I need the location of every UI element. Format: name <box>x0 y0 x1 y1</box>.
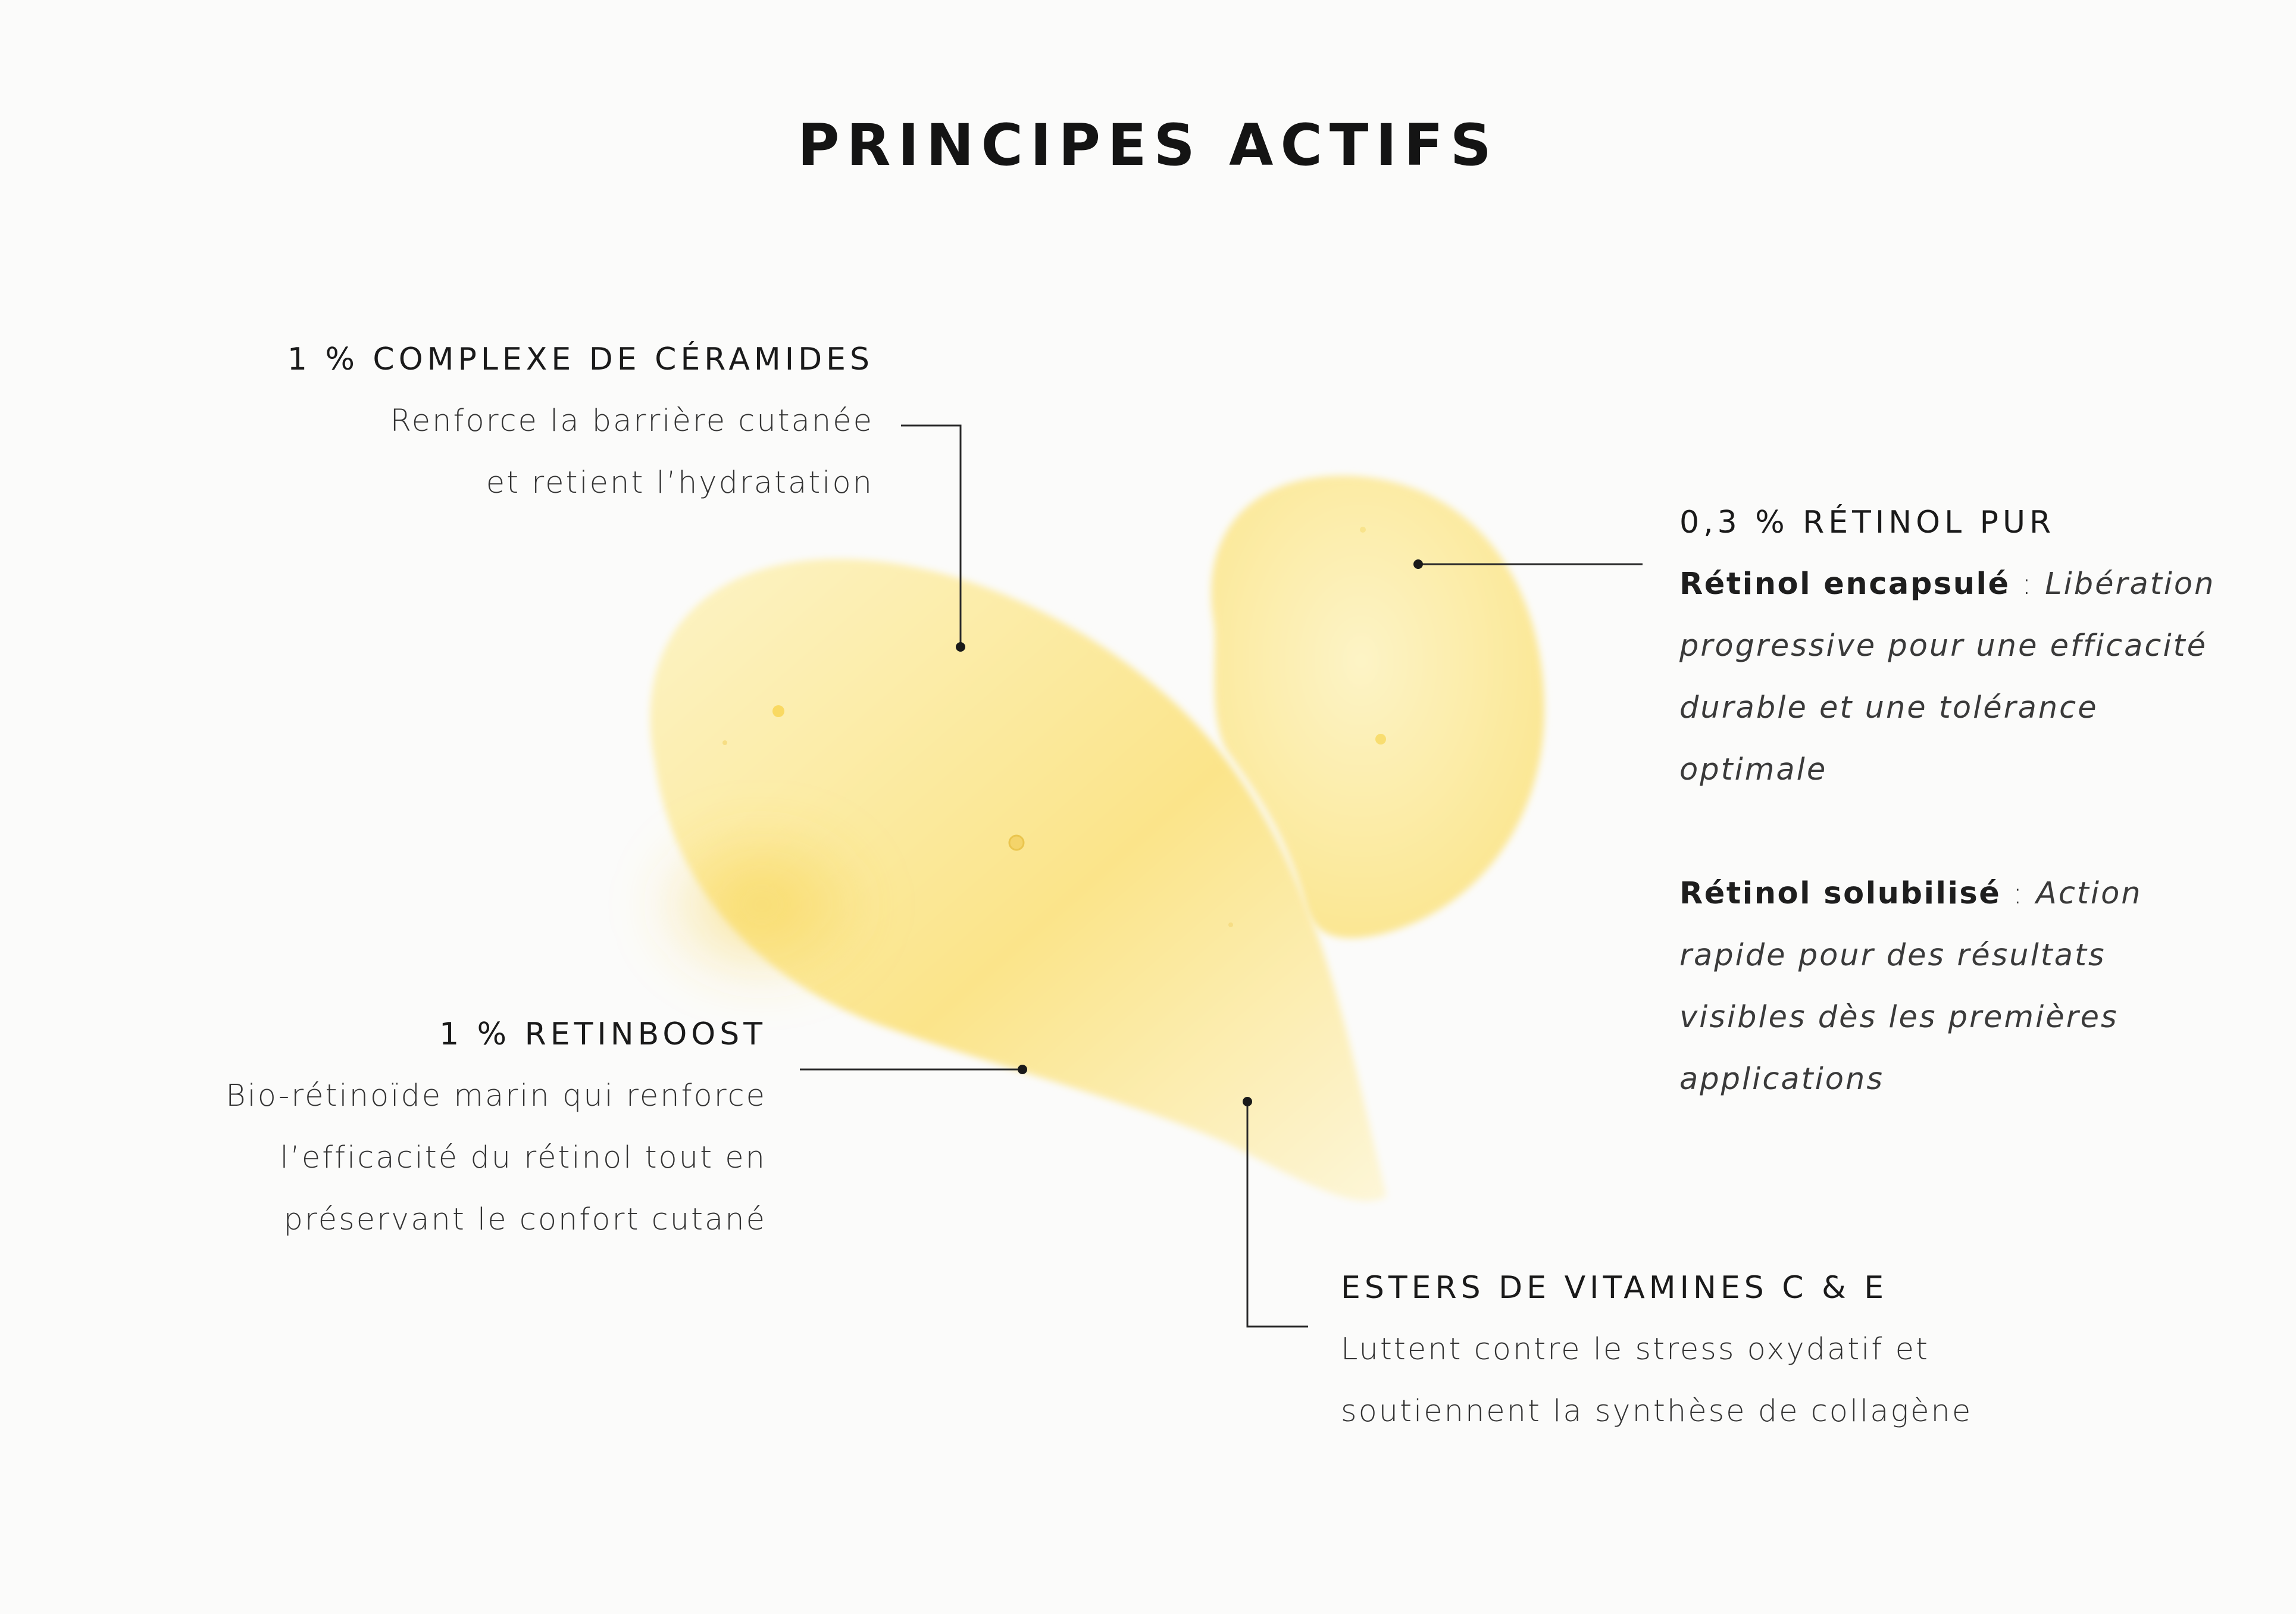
ingredient-retinol: 0,3 % RÉTINOL PUR Rétinol encapsulé : Li… <box>1679 492 2215 1111</box>
retinol-solubilized-label: Rétinol solubilisé <box>1679 876 2001 911</box>
bubble <box>772 705 784 717</box>
anchor-dot-retinboost <box>1018 1065 1027 1074</box>
bubble <box>1008 834 1025 851</box>
leader-line-esters <box>1246 1102 1308 1328</box>
bubble <box>722 740 727 745</box>
page-title: PRINCIPES ACTIFS <box>797 112 1499 179</box>
retinol-solubilized-text: Action <box>2036 876 2142 911</box>
retinol-encapsulated-label: Rétinol encapsulé <box>1679 567 2010 602</box>
separator: : <box>2001 876 2036 911</box>
swatch-upper-lobe <box>1211 476 1545 939</box>
anchor-dot-ceramides <box>956 642 965 652</box>
ingredient-heading: 0,3 % RÉTINOL PUR <box>1679 505 2056 540</box>
ingredient-description-line: Bio-rétinoïde marin qui renforce <box>226 1078 767 1113</box>
ingredient-ceramides: 1 % COMPLEXE DE CÉRAMIDES Renforce la ba… <box>287 329 874 514</box>
anchor-dot-esters <box>1243 1097 1252 1106</box>
retinol-encapsulated-text: Libération <box>2045 567 2216 602</box>
ingredient-heading: 1 % COMPLEXE DE CÉRAMIDES <box>287 342 874 377</box>
retinol-solubilized-text: rapide pour des résultats <box>1679 938 2106 973</box>
ingredient-description-line: Luttent contre le stress oxydatif et <box>1341 1332 1929 1367</box>
ingredient-description-line: et retient l’hydratation <box>486 465 874 501</box>
swatch-lower-lobe <box>650 559 1387 1201</box>
separator: : <box>2010 567 2045 602</box>
anchor-dot-retinol <box>1413 559 1423 569</box>
ingredient-esters: ESTERS DE VITAMINES C & E Luttent contre… <box>1341 1257 1972 1443</box>
bubble <box>1228 922 1233 927</box>
bubble <box>1375 734 1386 745</box>
retinol-solubilized-paragraph: Rétinol solubilisé : Action rapide pour … <box>1679 863 2215 1111</box>
ingredient-retinboost: 1 % RETINBOOST Bio-rétinoïde marin qui r… <box>226 1003 767 1251</box>
retinol-encapsulated-text: durable et une tolérance <box>1679 690 2098 725</box>
ingredient-description-line: préservant le confort cutané <box>283 1202 767 1237</box>
ingredient-heading: ESTERS DE VITAMINES C & E <box>1341 1270 1888 1306</box>
ingredient-description-line: l’efficacité du rétinol tout en <box>280 1140 767 1175</box>
retinol-encapsulated-text: progressive pour une efficacité <box>1679 628 2207 664</box>
swatch-deep-accent <box>643 815 881 994</box>
ingredient-heading: 1 % RETINBOOST <box>439 1016 767 1052</box>
ingredient-description-line: Renforce la barrière cutanée <box>390 404 874 439</box>
retinol-encapsulated-text: optimale <box>1679 752 1828 787</box>
leader-line-ceramides <box>901 424 962 647</box>
retinol-encapsulated-paragraph: Rétinol encapsulé : Libération progressi… <box>1679 553 2215 801</box>
retinol-solubilized-text: visibles dès les premières <box>1679 1000 2119 1035</box>
retinol-solubilized-text: applications <box>1679 1062 1884 1097</box>
ingredient-description-line: soutiennent la synthèse de collagène <box>1341 1394 1973 1429</box>
bubble <box>1360 527 1366 533</box>
